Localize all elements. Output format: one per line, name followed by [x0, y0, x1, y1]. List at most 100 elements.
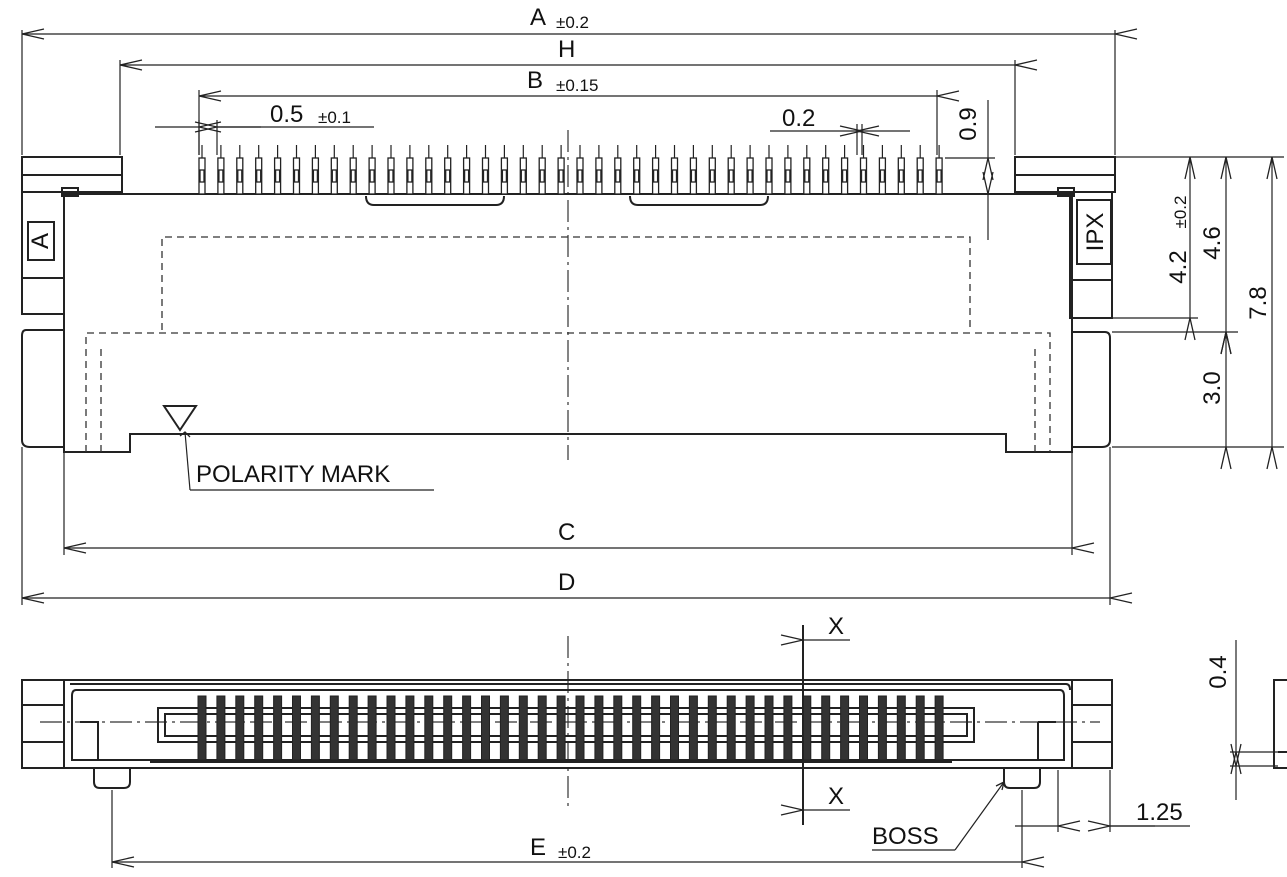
contact-pin-front: [707, 695, 717, 761]
dim-a-label: A: [530, 4, 546, 31]
contact-pin-front: [556, 695, 566, 761]
dim-pin-width-label: 0.2: [782, 105, 815, 132]
contact-pin-window: [293, 169, 300, 183]
top-view: A IPX POLARITY MARK: [21, 130, 1116, 491]
dim-3.0-label: 3.0: [1199, 371, 1226, 404]
dim-1.25-label: 1.25: [1136, 799, 1183, 826]
front-view: [21, 636, 1113, 810]
contact-pin-front: [575, 695, 585, 761]
contact-pin-front: [764, 695, 774, 761]
contact-pin-front: [594, 695, 604, 761]
contact-pin-front: [254, 695, 264, 761]
contact-pin-window: [917, 169, 923, 183]
contact-pin-window: [445, 169, 451, 183]
contact-pin-window: [237, 169, 243, 183]
contact-pin-window: [274, 169, 281, 183]
dimensions-front: X X E ±0.2 1.25 BOSS: [111, 613, 1190, 868]
contact-pin-window: [501, 169, 508, 183]
contact-pin-front: [405, 695, 415, 761]
contact-pin-front: [292, 695, 301, 761]
contact-pin-front: [443, 695, 453, 761]
dim-h-label: H: [558, 36, 575, 63]
dim-a-tol: ±0.2: [556, 13, 589, 32]
dim-c-label: C: [558, 519, 575, 546]
contact-pin-front: [859, 695, 868, 761]
contact-pin-window: [785, 169, 791, 183]
contact-pin-window: [634, 169, 640, 183]
contact-pin-front: [462, 695, 472, 761]
contact-pin-window: [558, 169, 564, 183]
contact-pin-front: [632, 695, 642, 761]
contact-pin-front: [783, 695, 793, 761]
contact-pin-front: [934, 695, 944, 761]
contact-pin-window: [615, 169, 621, 183]
contact-pin-window: [577, 169, 583, 183]
contact-pin-window: [388, 169, 394, 183]
contact-pins-front: [197, 695, 944, 761]
contact-pin-window: [766, 169, 772, 183]
contact-pin-window: [860, 169, 867, 183]
contact-pin-window: [804, 169, 810, 183]
dim-e-tol: ±0.2: [558, 843, 591, 862]
contact-pin-front: [499, 695, 509, 761]
dim-4.6-label: 4.6: [1199, 226, 1226, 259]
contact-pin-front: [726, 695, 736, 761]
contact-pin-front: [537, 695, 547, 761]
contact-pin-window: [652, 169, 659, 183]
contact-pin-window: [936, 169, 942, 183]
left-end-bracket: [21, 156, 123, 448]
contact-pin-window: [709, 169, 715, 183]
contact-pin-front: [821, 695, 831, 761]
dimensions-top: A ±0.2 H B ±0.15 0.5 ±0.1 0.2 0.9: [21, 4, 1284, 605]
contact-pin-window: [350, 169, 356, 183]
contact-pin-front: [481, 695, 490, 761]
boss-left: [93, 768, 131, 789]
contact-pin-window: [312, 169, 319, 183]
contact-pin-window: [728, 169, 734, 183]
contact-pin-window: [407, 169, 413, 183]
dim-0.4-label: 0.4: [1205, 655, 1232, 688]
dim-pitch-label: 0.5: [270, 101, 303, 128]
contact-pin-window: [747, 169, 753, 183]
dim-4.2-label: 4.2: [1165, 250, 1192, 283]
contact-pin-front: [518, 695, 528, 761]
contact-pin-front: [688, 695, 698, 761]
contact-pin-window: [482, 169, 489, 183]
marking-a: A: [27, 233, 54, 249]
contact-pin-window: [539, 169, 545, 183]
contact-pin-front: [348, 695, 358, 761]
section-x-bottom: X: [828, 783, 844, 810]
contact-pin-front: [197, 695, 207, 761]
boss-right: [1003, 768, 1041, 789]
side-profile: 0.4: [1205, 640, 1287, 800]
contact-pin-front: [613, 695, 623, 761]
dim-b-tol: ±0.15: [556, 76, 598, 95]
contact-pin-front: [877, 695, 887, 761]
dim-e-label: E: [530, 834, 546, 861]
contact-pin-window: [256, 169, 262, 183]
contact-pin-front: [651, 695, 661, 761]
contact-pin-window: [369, 169, 375, 183]
dim-pitch-tol: ±0.1: [318, 108, 351, 127]
contact-pin-front: [745, 695, 755, 761]
contact-pin-front: [329, 695, 339, 761]
contact-pin-window: [331, 169, 337, 183]
contact-pin-window: [898, 169, 904, 183]
contact-pin-window: [218, 169, 224, 183]
dim-pin-length-label: 0.9: [955, 107, 982, 140]
contact-pin-front: [896, 695, 906, 761]
marking-box-a: [27, 221, 55, 261]
contact-pin-window: [823, 169, 829, 183]
polarity-triangle-icon: [162, 405, 198, 432]
contact-pin-front: [424, 695, 434, 761]
marking-ipx: IPX: [1082, 213, 1109, 252]
contact-pin-front: [840, 695, 850, 761]
contact-pin-window: [199, 169, 205, 183]
dim-b-label: B: [527, 67, 543, 94]
dim-d-label: D: [558, 569, 575, 596]
dim-7.8-label: 7.8: [1245, 286, 1272, 319]
contact-pin-window: [879, 169, 886, 183]
contact-pin-window: [841, 169, 848, 183]
dim-4.2-tol: ±0.2: [1171, 196, 1190, 229]
